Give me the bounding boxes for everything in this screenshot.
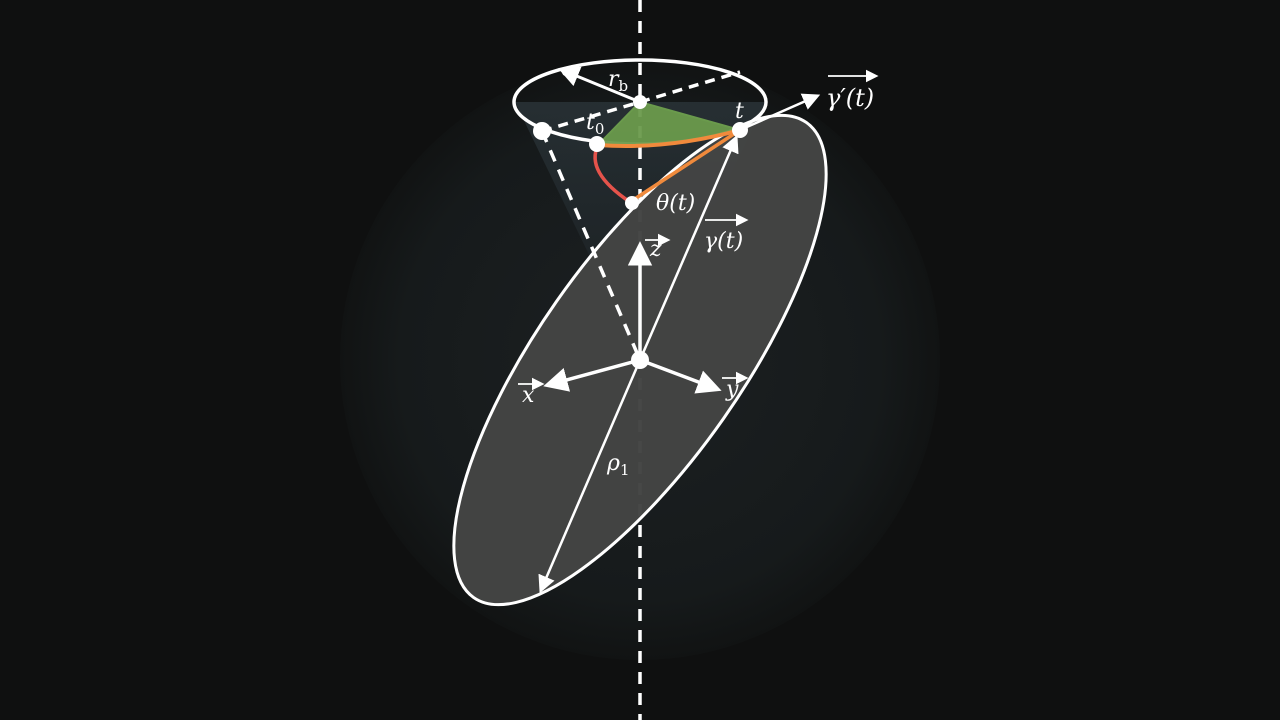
x-axis-arrow bbox=[543, 358, 641, 392]
theta-point bbox=[625, 196, 639, 210]
circle-center-point bbox=[633, 95, 647, 109]
label-t: t bbox=[735, 99, 744, 124]
label-z: z bbox=[645, 233, 671, 262]
t0-point bbox=[589, 136, 605, 152]
label-gamma-prime: γ′(t) bbox=[826, 69, 879, 112]
label-rho: ρ1 bbox=[606, 451, 629, 479]
rb-tip-point bbox=[562, 68, 570, 76]
svg-text:γ′(t): γ′(t) bbox=[826, 84, 874, 112]
origin-point bbox=[631, 351, 649, 369]
top-dashed-radius-left bbox=[541, 100, 641, 133]
label-x: x bbox=[518, 377, 545, 408]
label-rb: rb bbox=[608, 67, 628, 95]
orange-line bbox=[629, 128, 741, 204]
gamma-prime-vector bbox=[739, 93, 821, 132]
circle-left-point bbox=[533, 122, 551, 140]
label-gamma: γ(t) bbox=[704, 213, 749, 254]
y-axis-arrow bbox=[639, 358, 722, 394]
svg-text:z: z bbox=[649, 237, 662, 262]
gamma-vector bbox=[638, 134, 739, 361]
rho-radius-arrow bbox=[538, 359, 642, 594]
label-theta: θ(t) bbox=[656, 191, 695, 216]
rb-radius-arrow bbox=[558, 66, 641, 104]
t-point bbox=[732, 122, 748, 138]
svg-text:x: x bbox=[522, 383, 535, 408]
label-y: y bbox=[722, 371, 749, 402]
label-t0: t0 bbox=[586, 110, 604, 138]
orange-arc bbox=[597, 128, 741, 148]
svg-text:y: y bbox=[725, 377, 739, 402]
top-dashed-radius-right bbox=[639, 70, 741, 104]
svg-text:γ(t): γ(t) bbox=[704, 229, 743, 254]
